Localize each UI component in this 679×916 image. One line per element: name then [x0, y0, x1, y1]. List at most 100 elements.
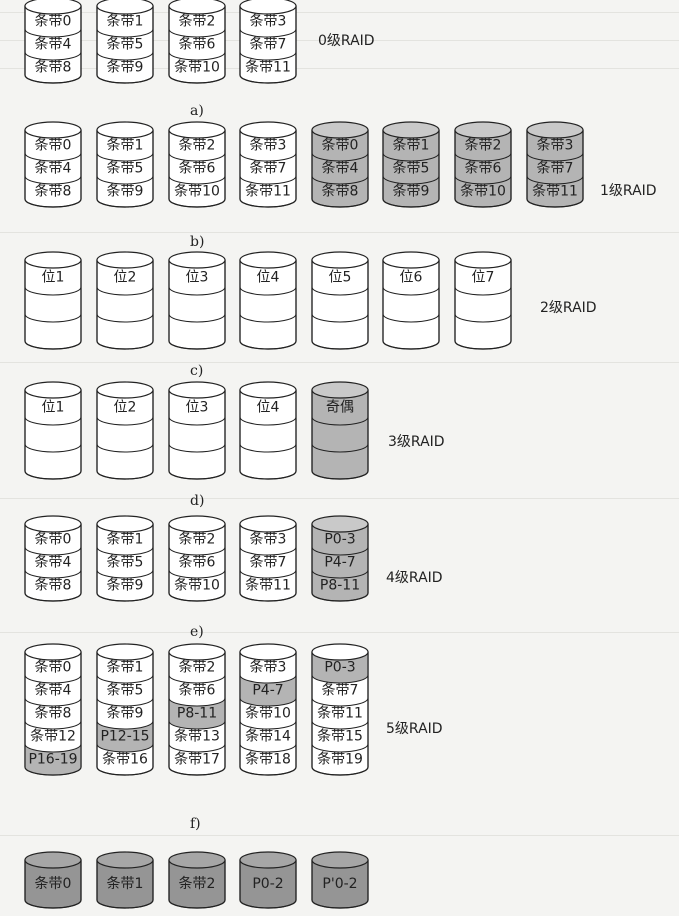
disk: 条带0 — [24, 851, 82, 909]
disk-top — [24, 121, 82, 139]
cell-label: 位2 — [114, 270, 137, 286]
disk: P'0-2 — [311, 851, 369, 909]
disk-top — [311, 251, 369, 269]
disk: 位3 — [168, 381, 226, 480]
background-rule — [0, 362, 679, 363]
cell-divider — [96, 546, 154, 556]
background-rule — [0, 40, 679, 41]
cell-label: 条带8 — [322, 183, 359, 200]
disk-top — [168, 515, 226, 533]
cell-label: 条带9 — [107, 183, 144, 200]
disk-top — [24, 851, 82, 869]
cell-label: 条带5 — [107, 160, 144, 177]
disk: 位1 — [24, 381, 82, 480]
cell-label: 条带7 — [250, 554, 287, 571]
cell-divider — [96, 743, 154, 753]
cell-divider — [24, 546, 82, 556]
disk-top — [311, 643, 369, 661]
subfigure-caption: c) — [190, 363, 203, 379]
cell-label: P16-19 — [28, 752, 77, 768]
cell-label: 条带10 — [460, 183, 506, 200]
disk-top — [311, 515, 369, 533]
cell-label: 条带2 — [179, 659, 216, 676]
cell-divider — [96, 720, 154, 730]
cell-label: 条带9 — [393, 183, 430, 200]
cell-divider — [311, 313, 369, 323]
cell-divider — [454, 152, 512, 162]
cell-divider — [168, 443, 226, 453]
disk-outline — [382, 260, 440, 350]
disk-outline — [168, 260, 226, 350]
cell-label: 条带9 — [107, 59, 144, 76]
cell-label: 条带7 — [322, 682, 359, 699]
disk-outline — [311, 390, 369, 480]
cell-label: 条带16 — [102, 751, 148, 768]
cell-label: 条带6 — [179, 554, 216, 571]
cell-divider — [168, 697, 226, 707]
cell-label: 条带5 — [107, 682, 144, 699]
cell-divider — [311, 697, 369, 707]
cell-label: 条带6 — [179, 36, 216, 53]
background-rule — [0, 68, 679, 69]
subfigure-caption: b) — [190, 234, 204, 250]
cell-label: 位3 — [186, 400, 209, 416]
cell-divider — [168, 152, 226, 162]
cell-label: 位5 — [329, 270, 352, 286]
disk-outline — [96, 524, 154, 602]
cell-divider — [239, 28, 297, 38]
subfigure-caption: a) — [190, 103, 204, 119]
disk-top — [96, 643, 154, 661]
cell-label: 位1 — [42, 270, 65, 286]
disk-top — [454, 121, 512, 139]
cell-divider — [311, 286, 369, 296]
disk: P0-2 — [239, 851, 297, 909]
disk-outline — [96, 860, 154, 909]
cell-label: 条带11 — [245, 183, 291, 200]
cell-divider — [168, 175, 226, 185]
cell-divider — [24, 743, 82, 753]
disk-outline — [311, 130, 369, 208]
raid-section-e: 条带0条带4条带8条带1条带5条带9条带2条带6条带10条带3条带7条带11P0… — [24, 515, 443, 640]
cell-label: 条带1 — [107, 13, 144, 30]
raid-section-b: 条带0条带4条带8条带1条带5条带9条带2条带6条带10条带3条带7条带11条带… — [24, 121, 657, 250]
cell-divider — [382, 175, 440, 185]
disk-top — [96, 0, 154, 15]
cell-label: P12-15 — [100, 729, 149, 745]
background-rule — [0, 632, 679, 633]
disk-top — [239, 381, 297, 399]
disk-top — [382, 121, 440, 139]
disk-outline — [24, 6, 82, 84]
cell-label: 条带13 — [174, 728, 220, 745]
cell-divider — [526, 152, 584, 162]
cell-divider — [96, 569, 154, 579]
disk-top — [24, 251, 82, 269]
cell-divider — [311, 152, 369, 162]
disk-outline — [96, 390, 154, 480]
cell-divider — [168, 286, 226, 296]
cell-label: 条带1 — [107, 875, 144, 892]
cell-label: 条带14 — [245, 728, 291, 745]
cell-label: 条带10 — [174, 577, 220, 594]
cell-divider — [168, 720, 226, 730]
disk-outline — [24, 390, 82, 480]
disk-top — [239, 515, 297, 533]
cell-label: 条带0 — [35, 531, 72, 548]
cell-divider — [454, 286, 512, 296]
disk: 位2 — [96, 381, 154, 480]
disk-top — [168, 0, 226, 15]
cell-label: 条带8 — [35, 577, 72, 594]
disk-outline — [454, 130, 512, 208]
parity-cell-shade — [312, 652, 368, 683]
disk-outline — [239, 860, 297, 909]
